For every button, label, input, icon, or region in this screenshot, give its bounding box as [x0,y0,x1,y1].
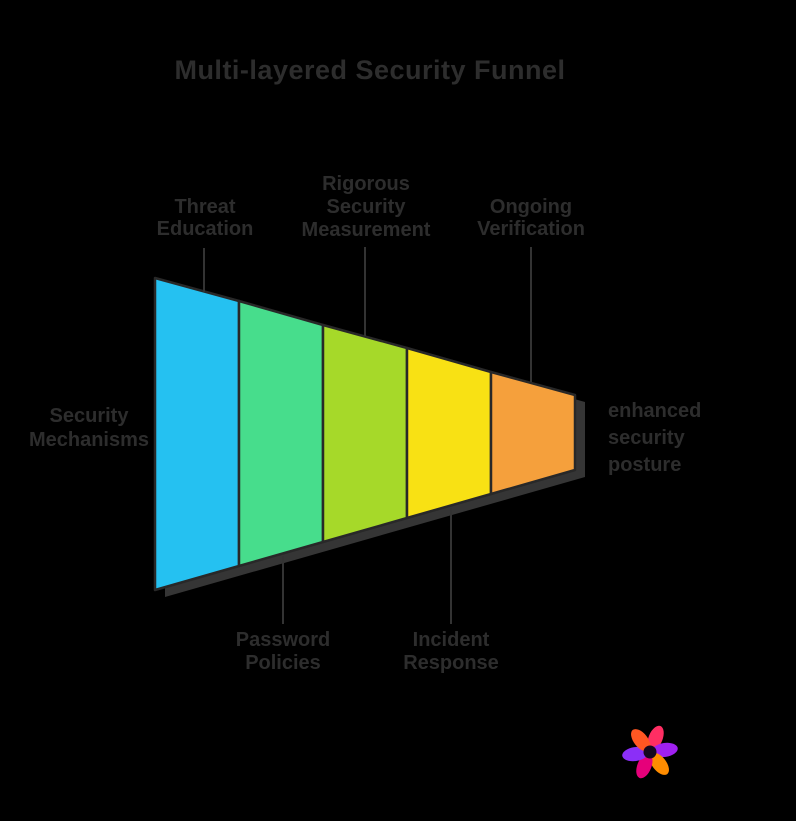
funnel-segment-ongoing-verification [489,370,577,496]
funnel-segment-threat-education [153,276,241,592]
stage-label-line: Response [403,652,499,674]
funnel-output-label: enhanced security posture [608,400,701,476]
stage-label-line: Threat [174,196,235,218]
funnel-body [153,276,577,592]
stage-label-incident-response: Incident Response [403,629,499,674]
output-label-line: enhanced [608,400,701,422]
pinwheel-icon [622,725,678,779]
input-label-line: Security [50,405,130,427]
stage-label-line: Education [157,218,254,240]
funnel-segment-rigorous-security-measurement [321,323,409,544]
funnel-input-label: Security Mechanisms [29,405,149,451]
stage-label-password-policies: Password Policies [236,629,330,674]
stage-label-rigorous-security-measurement: Rigorous Security Measurement [302,173,431,241]
stage-label-line: Incident [413,629,490,651]
output-label-line: posture [608,454,681,476]
stage-label-threat-education: Threat Education [157,196,254,240]
stage-label-line: Rigorous [322,173,410,195]
napkin-logo[interactable] [617,723,683,781]
stage-label-ongoing-verification: Ongoing Verification [477,196,585,240]
diagram-title: Multi-layered Security Funnel [174,55,565,85]
funnel-segment-password-policies [237,299,325,568]
stage-label-line: Measurement [302,219,431,241]
stage-label-line: Policies [245,652,321,674]
stage-label-line: Password [236,629,330,651]
funnel-segment-incident-response [405,346,493,520]
label-connectors [203,247,532,624]
stage-label-line: Verification [477,218,585,240]
stage-label-line: Security [327,196,407,218]
input-label-line: Mechanisms [29,429,149,451]
output-label-line: security [608,427,686,449]
stage-label-line: Ongoing [490,196,572,218]
